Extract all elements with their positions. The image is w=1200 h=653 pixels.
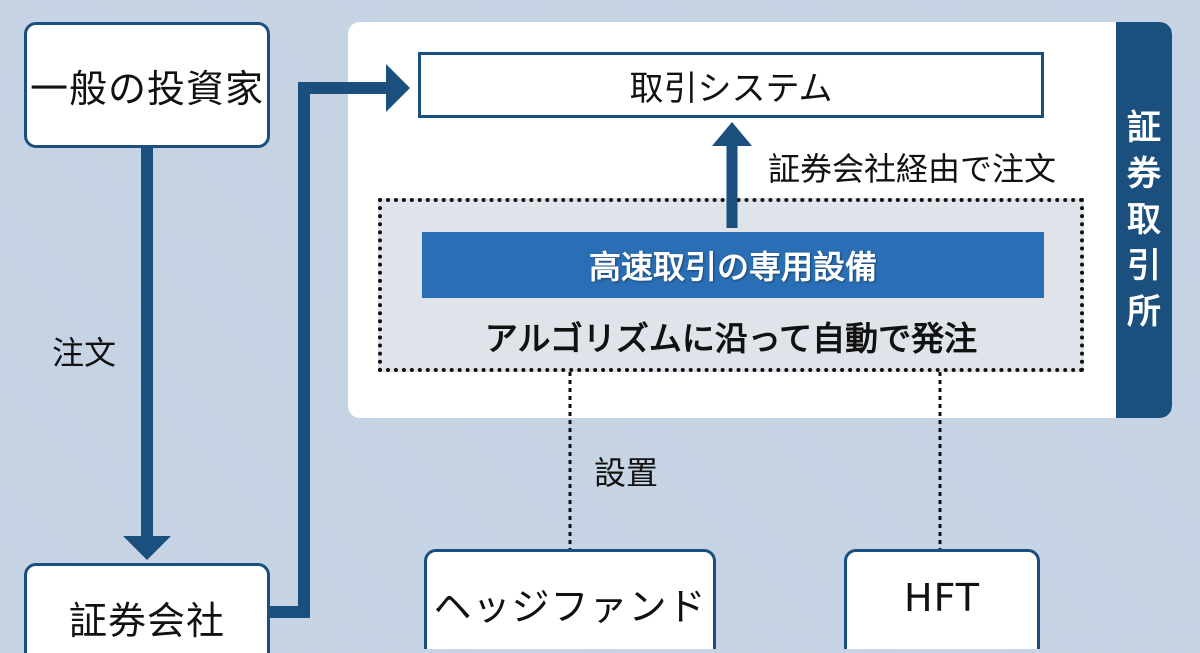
arrow-down-icon <box>123 536 171 560</box>
hedge-fund-node: ヘッジファンド <box>424 549 716 649</box>
exchange-label-char: 券 <box>1127 154 1161 194</box>
hft-equipment-box: 高速取引の専用設備 <box>422 232 1044 298</box>
broker-to-trading-system-line <box>270 82 388 618</box>
hft-label: HFT <box>904 576 980 620</box>
hft-equipment-label: 高速取引の専用設備 <box>588 248 877 286</box>
investor-node: 一般の投資家 <box>24 22 270 148</box>
investor-label: 一般の投資家 <box>29 66 264 111</box>
colocation-area: 高速取引の専用設備 アルゴリズムに沿って自動で発注 <box>378 198 1084 372</box>
exchange-label-char: 取 <box>1127 200 1161 240</box>
trading-system-box: 取引システム <box>418 52 1044 118</box>
trading-system-label: 取引システム <box>629 68 833 109</box>
securities-exchange-panel: 取引システム 証券会社経由で注文 高速取引の専用設備 アルゴリズムに沿って自動で… <box>348 22 1172 418</box>
broker-label: 証券会社 <box>68 599 225 643</box>
broker-node: 証券会社 <box>24 563 270 653</box>
order-edge-label: 注文 <box>52 334 117 372</box>
exchange-label-char: 引 <box>1127 246 1161 286</box>
hft-node: HFT <box>844 549 1040 649</box>
install-edge-label: 設置 <box>594 454 659 492</box>
connectors <box>123 64 942 618</box>
exchange-label-char: 証 <box>1127 108 1161 148</box>
arrow-up-icon <box>712 122 752 146</box>
exchange-vertical-label: 証 券 取 引 所 <box>1116 22 1172 418</box>
algorithm-order-label: アルゴリズムに沿って自動で発注 <box>484 319 978 358</box>
exchange-label-char: 所 <box>1127 292 1161 332</box>
hedge-fund-label: ヘッジファンド <box>433 585 707 629</box>
via-broker-order-label: 証券会社経由で注文 <box>768 150 1057 188</box>
arrow-right-icon <box>386 64 410 112</box>
